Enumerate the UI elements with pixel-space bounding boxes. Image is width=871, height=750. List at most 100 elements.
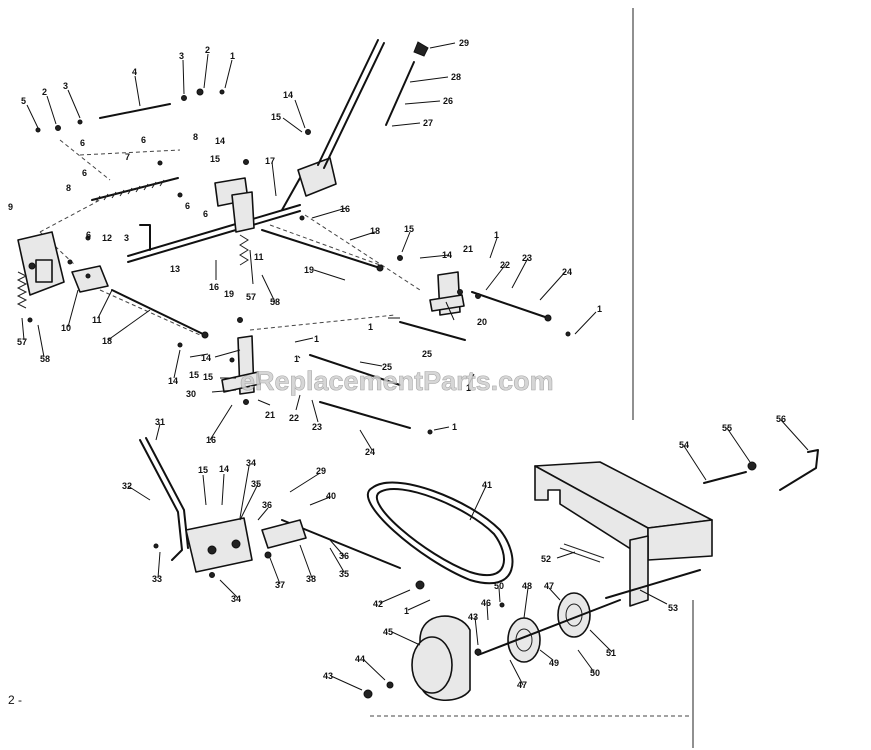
page-mark: 2 - (8, 693, 22, 707)
callout-57: 57 (246, 292, 256, 302)
callout-30: 30 (186, 389, 196, 399)
assembly-guide-lines (39, 139, 421, 336)
callout-50: 50 (494, 581, 504, 591)
callout-58: 58 (40, 354, 50, 364)
pin-4 (99, 103, 171, 119)
callout-36: 36 (339, 551, 349, 561)
rod-18-upper (261, 229, 381, 269)
drive-belt (366, 481, 514, 585)
upper-linkage-assembly (16, 39, 571, 435)
callout-57: 57 (17, 337, 27, 347)
callout-1: 1 (230, 51, 235, 61)
callout-15: 15 (271, 112, 281, 122)
callout-26: 26 (443, 96, 453, 106)
callout-29: 29 (459, 38, 469, 48)
callout-18: 18 (370, 226, 380, 236)
callout-6: 6 (82, 168, 87, 178)
rod-18-end (201, 331, 209, 339)
leader-lines (21, 42, 809, 691)
housing-shaft (605, 569, 701, 599)
callout-8: 8 (66, 183, 71, 193)
callout-38: 38 (306, 574, 316, 584)
callout-46: 46 (481, 598, 491, 608)
callout-1: 1 (466, 383, 471, 393)
callout-31: 31 (155, 417, 165, 427)
callout-56: 56 (776, 414, 786, 424)
handle-rod (317, 39, 379, 166)
callout-6: 6 (141, 135, 146, 145)
callout-34: 34 (231, 594, 241, 604)
callout-15: 15 (189, 370, 199, 380)
callout-22: 22 (289, 413, 299, 423)
callout-13: 13 (170, 264, 180, 274)
callout-25: 25 (422, 349, 432, 359)
callout-35: 35 (339, 569, 349, 579)
lever-12 (139, 224, 151, 251)
rod-28 (385, 61, 415, 126)
callout-10: 10 (61, 323, 71, 333)
callout-7: 7 (125, 152, 130, 162)
callout-1: 1 (404, 606, 409, 616)
callout-28: 28 (451, 72, 461, 82)
callout-19: 19 (224, 289, 234, 299)
belt-inner (376, 488, 505, 577)
callout-15: 15 (404, 224, 414, 234)
callout-58: 58 (270, 297, 280, 307)
bracket-hole (28, 262, 36, 270)
callout-17: 17 (265, 156, 275, 166)
lever-bracket (185, 517, 253, 573)
shaft-bracket-arm (231, 191, 255, 233)
callout-34: 34 (246, 458, 256, 468)
callout-11: 11 (92, 315, 102, 325)
link-24-lower (319, 401, 411, 429)
callout-15: 15 (203, 372, 213, 382)
callout-1: 1 (294, 354, 299, 364)
callout-27: 27 (423, 118, 433, 128)
cross-shaft (127, 204, 301, 257)
callout-2: 2 (205, 45, 210, 55)
callout-15: 15 (210, 154, 220, 164)
spring-57-left (16, 271, 28, 309)
nut-37 (264, 551, 272, 559)
callout-24: 24 (365, 447, 375, 457)
pulley-shaft (477, 599, 621, 656)
callout-43: 43 (468, 612, 478, 622)
callout-44: 44 (355, 654, 365, 664)
callout-33: 33 (152, 574, 162, 584)
callout-32: 32 (122, 481, 132, 491)
callout-53: 53 (668, 603, 678, 613)
callout-3: 3 (63, 81, 68, 91)
callout-45: 45 (383, 627, 393, 637)
handle-rod-edge (323, 42, 385, 169)
callout-49: 49 (549, 658, 559, 668)
plate-10 (71, 265, 109, 293)
callout-29: 29 (316, 466, 326, 476)
callout-16: 16 (206, 435, 216, 445)
handle-mount (297, 157, 337, 197)
callout-14: 14 (201, 353, 211, 363)
callout-36: 36 (262, 500, 272, 510)
watermark-text: eReplacementParts.com (240, 366, 554, 396)
callout-14: 14 (283, 90, 293, 100)
callout-19: 19 (304, 265, 314, 275)
rod-18-upper-end (376, 264, 384, 272)
washer-55 (747, 461, 757, 471)
spring-11 (239, 234, 249, 266)
belt-outer (366, 481, 514, 585)
small-fasteners (27, 88, 571, 435)
callout-18: 18 (102, 336, 112, 346)
callout-40: 40 (326, 491, 336, 501)
handle-link (281, 177, 301, 211)
washer-44 (386, 681, 394, 689)
callout-52: 52 (541, 554, 551, 564)
callout-1: 1 (597, 304, 602, 314)
callout-15: 15 (198, 465, 208, 475)
pin-34 (209, 572, 215, 578)
callout-24: 24 (562, 267, 572, 277)
callout-37: 37 (275, 580, 285, 590)
bracket-30-foot (221, 371, 261, 393)
callout-labels: 29 28 26 27 5 2 3 4 3 2 1 6 8 6 7 8 6 6 … (8, 38, 786, 690)
callout-21: 21 (463, 244, 473, 254)
pulley-48 (507, 617, 541, 663)
